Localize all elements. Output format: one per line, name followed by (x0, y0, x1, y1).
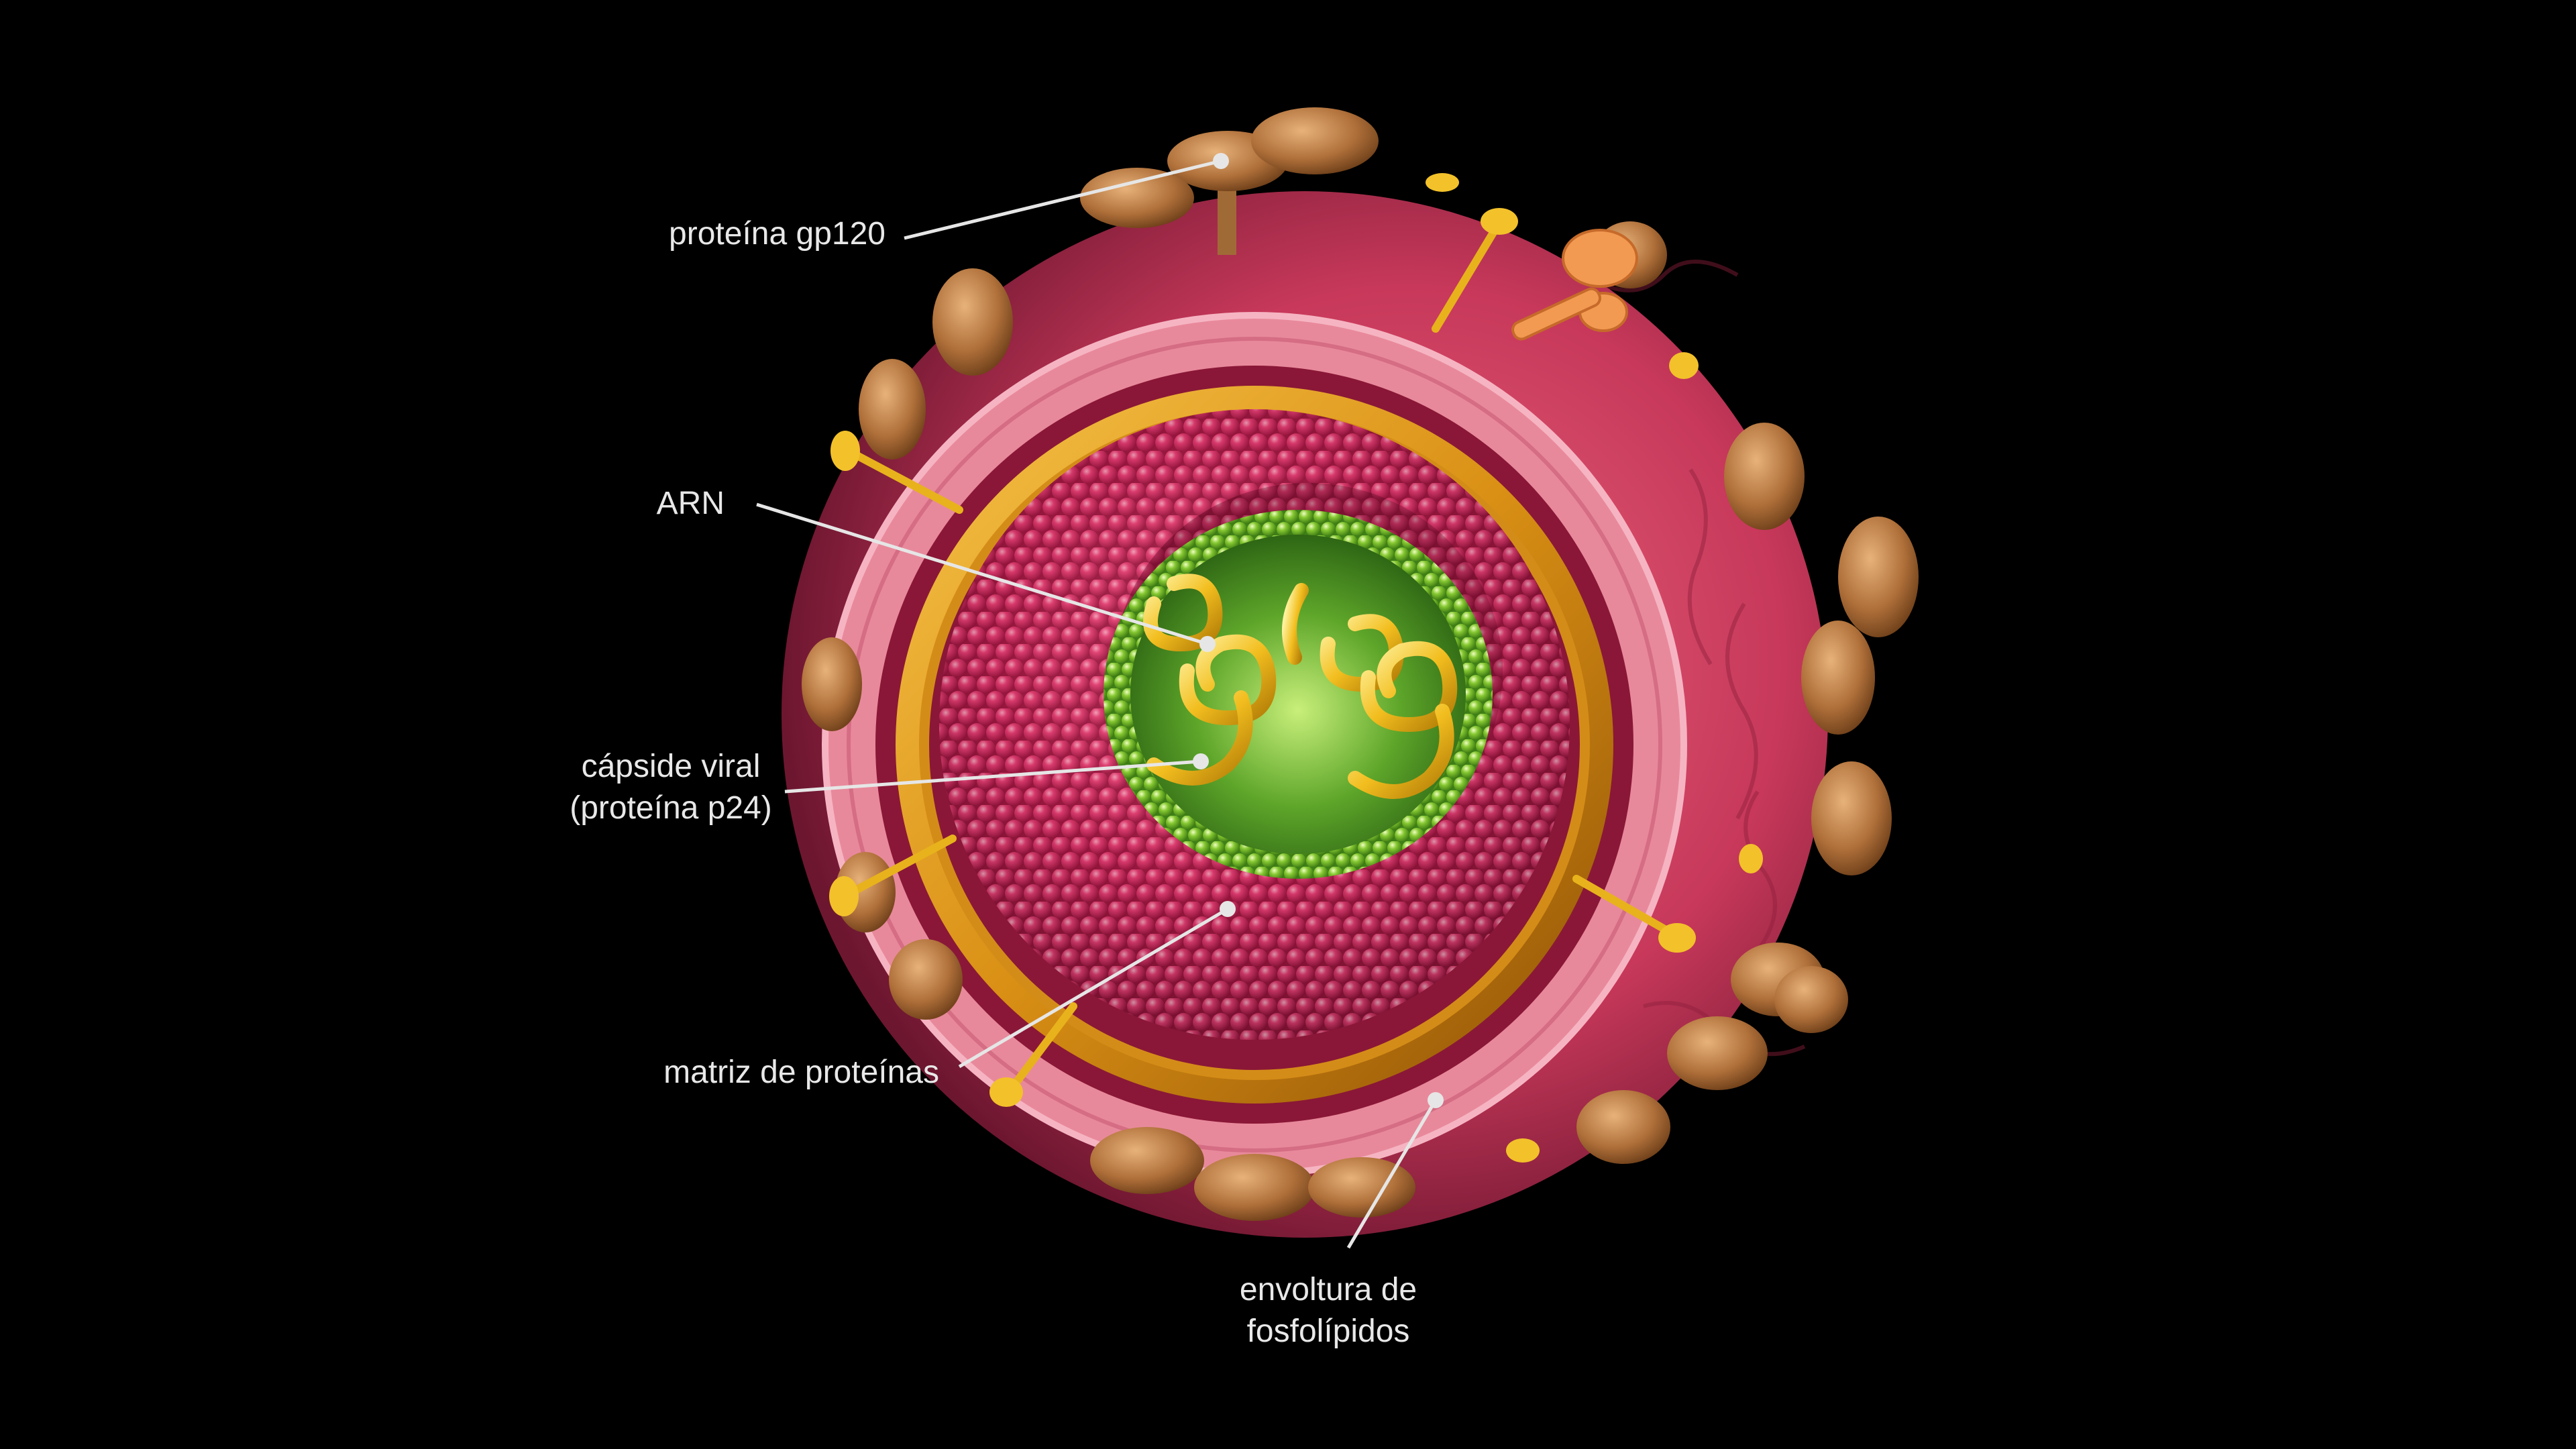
spike (1090, 1127, 1204, 1194)
leader-dots (1193, 153, 1444, 1108)
spike (1194, 1154, 1315, 1221)
leader-gp120 (904, 159, 1222, 240)
spike (1080, 168, 1194, 228)
spike (889, 939, 963, 1020)
leader-arn (756, 502, 1208, 646)
spike (1667, 1016, 1768, 1090)
label-envoltura-line2: fosfolípidos (1246, 1313, 1410, 1349)
label-gp120: proteína gp120 (669, 216, 885, 252)
label-capside: cápside viral (proteína p24) (510, 746, 832, 829)
spike (802, 637, 862, 731)
label-arn: ARN (656, 486, 724, 521)
spike (859, 359, 926, 460)
spike (1801, 621, 1875, 735)
label-envoltura-line1: envoltura de (1239, 1272, 1417, 1307)
spike (1774, 966, 1848, 1033)
spike (1251, 107, 1379, 174)
leader-lines (756, 159, 1438, 1249)
green-core (1104, 510, 1493, 879)
spike (1724, 423, 1805, 530)
spike (1576, 1090, 1670, 1164)
leader-matriz (958, 907, 1229, 1069)
rna-strand-right (1282, 583, 1458, 799)
spike (1838, 517, 1919, 637)
leader-capside (784, 759, 1201, 794)
gp41-pins (829, 173, 1763, 1163)
label-matriz: matriz de proteínas (663, 1055, 939, 1090)
spike (1308, 1157, 1415, 1218)
label-capside-line2: (proteína p24) (570, 790, 772, 826)
leader-envoltura (1346, 1099, 1438, 1249)
spike (1811, 761, 1892, 875)
label-capside-line1: cápside viral (581, 749, 761, 784)
label-envoltura: envoltura de fosfolípidos (1194, 1269, 1462, 1352)
spike (932, 268, 1013, 376)
reverse-transcriptase (1511, 229, 1638, 341)
